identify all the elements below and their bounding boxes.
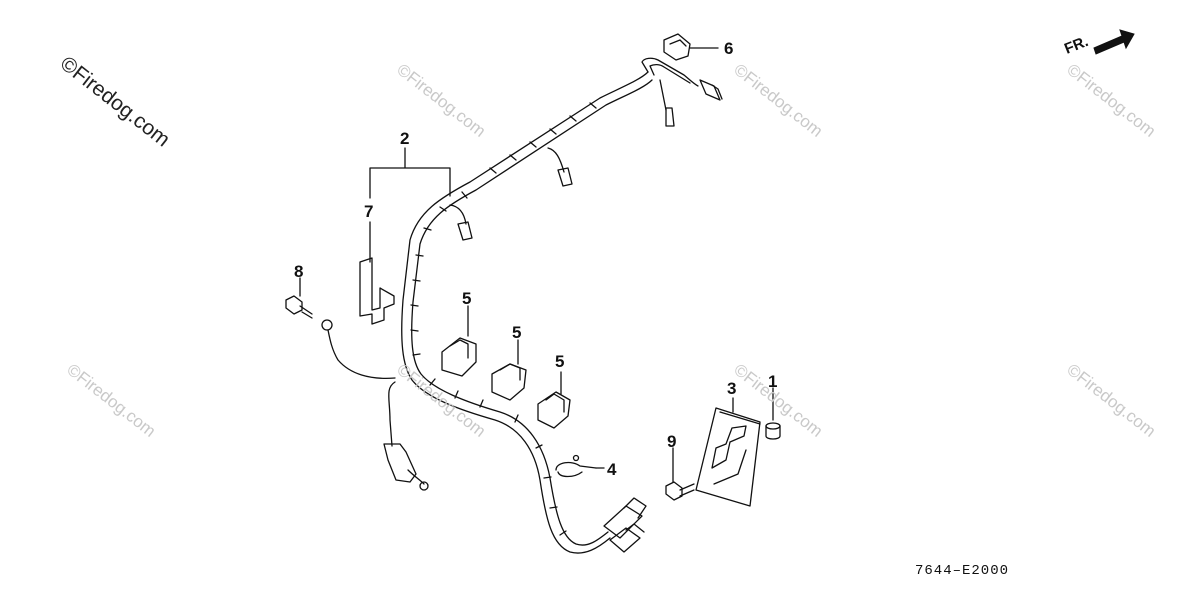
part-3-plate: [695, 407, 761, 507]
bottom-connectors: [603, 497, 647, 553]
part-9-screw: [665, 481, 695, 501]
callout-3: 3: [727, 379, 737, 398]
top-branch: [641, 33, 723, 127]
callout-7: 7: [364, 202, 374, 221]
callout-5: 5: [512, 323, 522, 342]
front-direction-arrow-icon: [1093, 29, 1135, 55]
callout-5: 5: [555, 352, 565, 371]
diagram-code: 7644–E2000: [915, 563, 1010, 579]
part-5-clamps: [441, 337, 571, 429]
part-7-clip: [359, 257, 395, 325]
callout-5: 5: [462, 289, 472, 308]
callout-8: 8: [294, 262, 304, 281]
callout-1: 1: [768, 372, 778, 391]
part-1-bushing: [765, 422, 781, 440]
mid-branch-connectors: [449, 147, 573, 241]
part-4-tie: [555, 454, 597, 478]
callout-2: 2: [400, 129, 410, 148]
main-wire-harness: [401, 71, 653, 554]
part-8-bolt: [285, 295, 313, 319]
callout-9: 9: [667, 432, 677, 451]
callout-4: 4: [607, 460, 617, 479]
ground-lead: [321, 319, 429, 491]
leader-lines: [299, 47, 774, 483]
callout-6: 6: [724, 39, 734, 58]
